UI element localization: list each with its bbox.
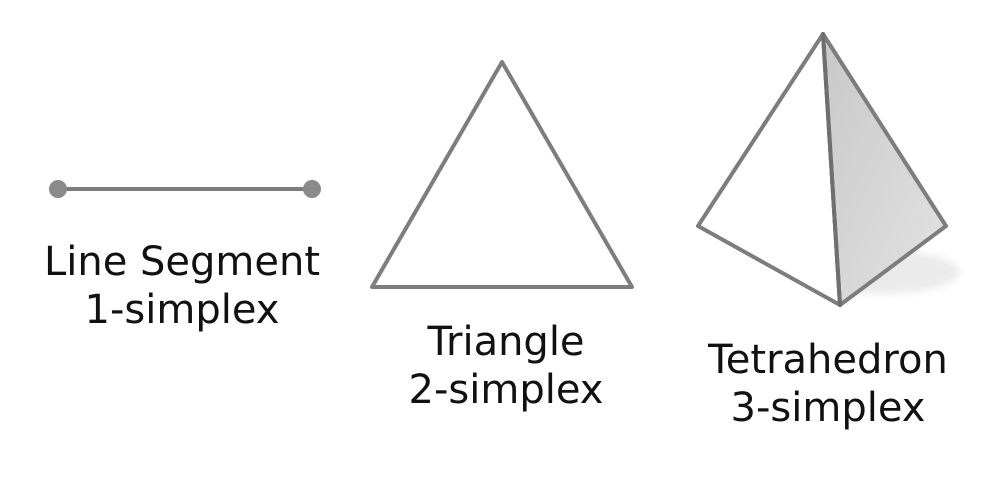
line-segment-figure	[49, 180, 321, 198]
line-segment-vertex-right	[303, 180, 321, 198]
triangle-figure	[370, 60, 634, 289]
triangle-name: Triangle	[427, 319, 585, 365]
tetrahedron-front-edge	[821, 32, 842, 307]
triangle-caption: Triangle 2-simplex	[348, 318, 664, 414]
triangle-face	[370, 60, 634, 289]
line-segment-caption: Line Segment 1-simplex	[22, 238, 342, 334]
tetrahedron-face-left	[696, 32, 842, 307]
tetrahedron-name: Tetrahedron	[708, 337, 948, 383]
line-segment-name: Line Segment	[43, 239, 321, 285]
triangle-simplex: 2-simplex	[408, 367, 604, 413]
line-segment-simplex: 1-simplex	[84, 287, 280, 333]
line-segment-vertex-left	[49, 180, 67, 198]
tetrahedron-figure	[696, 32, 960, 307]
tetrahedron-caption: Tetrahedron 3-simplex	[668, 336, 988, 432]
tetrahedron-simplex: 3-simplex	[730, 385, 926, 431]
